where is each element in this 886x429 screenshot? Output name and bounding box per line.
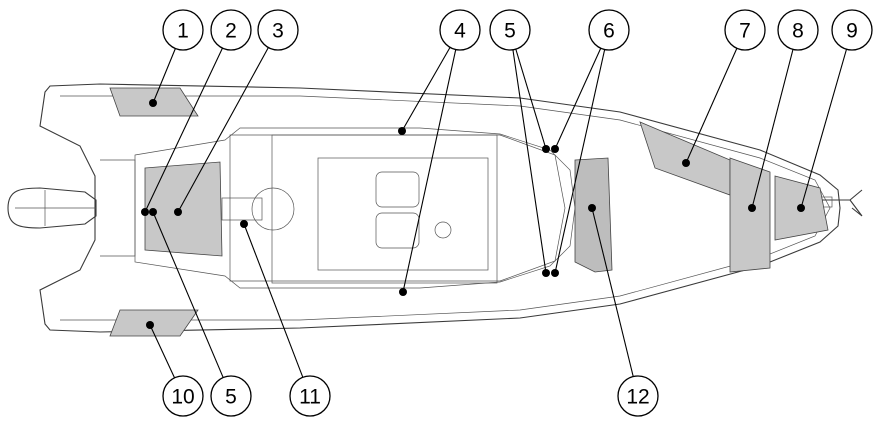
callout-circle — [210, 9, 252, 51]
callout-5: 5 — [149, 208, 252, 417]
callout-circle — [289, 375, 331, 417]
leader-line — [515, 48, 547, 150]
callout-number: 5 — [504, 20, 516, 43]
callout-circle — [162, 375, 204, 417]
callout-8: 8 — [748, 9, 819, 212]
callout-9: 9 — [797, 9, 873, 212]
leader-line — [177, 47, 269, 213]
locker-3 — [144, 161, 223, 257]
callout-2: 2 — [141, 9, 252, 216]
callout-5: 5 — [489, 9, 550, 277]
leader-line — [402, 49, 457, 293]
callout-circle — [439, 9, 481, 51]
callout-number: 12 — [626, 386, 649, 409]
locker-8 — [729, 157, 771, 273]
callout-7: 7 — [682, 9, 766, 167]
callout-circle — [724, 9, 766, 51]
callout-10: 10 — [146, 321, 204, 417]
callout-circle — [617, 375, 659, 417]
leader-line — [554, 47, 602, 150]
callout-circle — [162, 9, 204, 51]
leader-line — [144, 47, 223, 213]
callout-dot — [682, 159, 690, 167]
callout-1: 1 — [149, 9, 204, 107]
callout-dot — [146, 321, 154, 329]
callout-dot — [240, 220, 248, 228]
leader-line — [800, 49, 848, 209]
callout-dot — [588, 204, 596, 212]
callout-4: 4 — [398, 9, 481, 296]
callout-circle — [588, 9, 630, 51]
callout-number: 1 — [177, 20, 189, 43]
callout-dot — [141, 208, 149, 216]
callout-circle — [257, 9, 299, 51]
callout-dot — [149, 208, 157, 216]
callout-number: 9 — [846, 20, 858, 43]
leader-line — [685, 48, 738, 164]
callout-dot — [748, 204, 756, 212]
callout-dot — [797, 204, 805, 212]
callout-dot — [551, 269, 559, 277]
callout-number: 11 — [299, 386, 321, 409]
callout-dot — [398, 127, 406, 135]
callout-dot — [149, 99, 157, 107]
callout-circle — [777, 9, 819, 51]
callout-dot — [174, 208, 182, 216]
leader-line — [401, 47, 451, 132]
callout-dot — [551, 145, 559, 153]
callout-number: 7 — [739, 20, 751, 43]
callout-number: 5 — [225, 386, 237, 409]
boat-hull — [7, 83, 863, 337]
callout-circle — [489, 9, 531, 51]
leader-line — [243, 223, 304, 378]
leader-line — [554, 49, 606, 274]
leader-line — [149, 324, 176, 379]
callout-dot — [399, 288, 407, 296]
callout-number: 2 — [225, 20, 237, 43]
callout-number: 4 — [454, 20, 466, 43]
callout-circle — [210, 375, 252, 417]
callout-number: 3 — [272, 20, 284, 43]
callout-number: 10 — [171, 386, 194, 409]
leader-line — [152, 211, 224, 378]
callout-number: 6 — [603, 20, 615, 43]
leader-line — [152, 48, 176, 104]
callout-number: 8 — [792, 20, 804, 43]
leader-line — [751, 49, 794, 209]
callout-6: 6 — [551, 9, 630, 277]
locker-10 — [109, 309, 199, 337]
callout-dot — [542, 269, 550, 277]
callout-12: 12 — [588, 204, 659, 417]
callout-dot — [542, 145, 550, 153]
locker-7 — [639, 121, 731, 196]
leader-line — [591, 207, 634, 377]
callout-3: 3 — [174, 9, 299, 216]
callout-11: 11 — [240, 220, 331, 417]
leader-line — [512, 49, 547, 274]
callout-circle — [831, 9, 873, 51]
